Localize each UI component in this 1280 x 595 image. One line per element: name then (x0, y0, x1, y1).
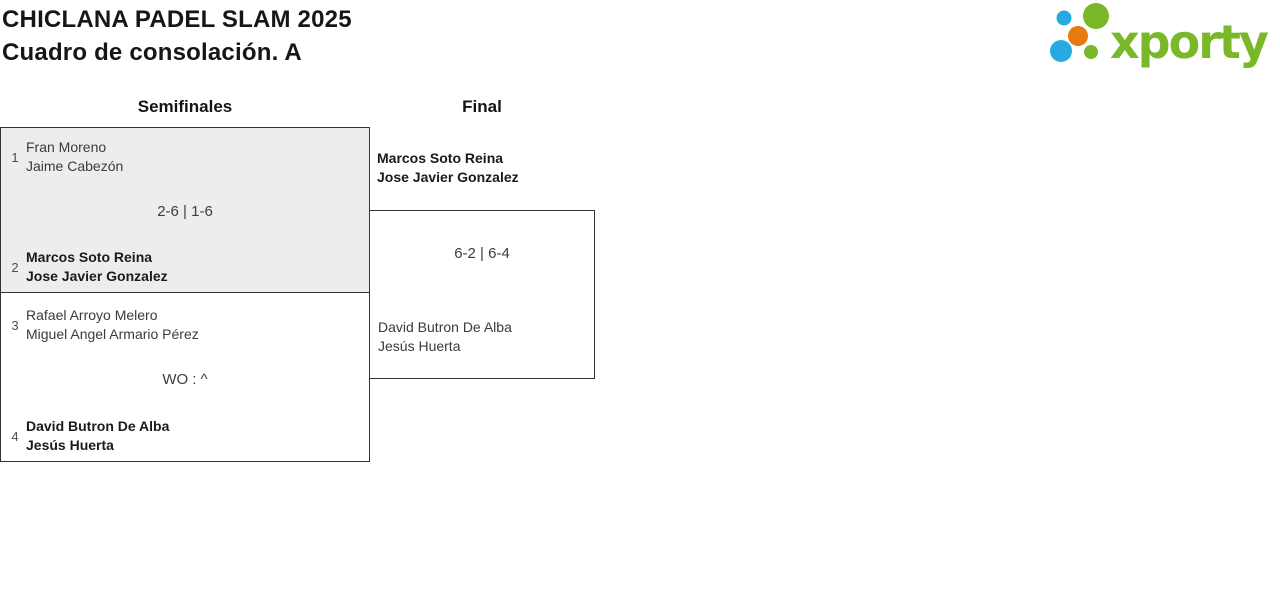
player-name: Marcos Soto Reina (377, 150, 504, 166)
player-name: Jesús Huerta (378, 338, 461, 354)
tournament-title: CHICLANA PADEL SLAM 2025 (2, 6, 352, 33)
final-match-box: 6-2 | 6-4 David Butron De Alba Jesús Hue… (369, 210, 595, 379)
bracket-subtitle: Cuadro de consolación. A (2, 39, 302, 66)
match-semifinal-1[interactable]: 1 Fran Moreno Jaime Cabezón 2-6 | 1-6 2 … (0, 127, 370, 293)
match-score: 2-6 | 1-6 (157, 203, 213, 220)
xporty-logo[interactable]: xporty (1048, 2, 1280, 72)
team-names: Rafael Arroyo Melero Miguel Angel Armari… (26, 306, 199, 344)
logo-brand-text: xporty (1110, 15, 1269, 69)
match-score: WO : ^ (162, 371, 208, 388)
player-name: Jesús Huerta (26, 437, 114, 453)
player-name: Fran Moreno (26, 139, 107, 155)
match-final[interactable]: Marcos Soto Reina Jose Javier Gonzalez 6… (369, 145, 595, 385)
player-name: Marcos Soto Reina (26, 249, 153, 265)
player-name: Jose Javier Gonzalez (26, 268, 168, 284)
team-names: Fran Moreno Jaime Cabezón (26, 138, 123, 176)
player-name: David Butron De Alba (26, 418, 170, 434)
seed-number: 2 (11, 259, 19, 275)
match-score: 6-2 | 6-4 (454, 245, 510, 262)
team-names-winner: David Butron De Alba Jesús Huerta (26, 417, 169, 455)
round-header-semifinals: Semifinales (137, 97, 233, 116)
player-name: Jaime Cabezón (26, 158, 124, 174)
final-loser-team: David Butron De Alba Jesús Huerta (378, 318, 512, 356)
seed-number: 3 (11, 317, 19, 333)
page-header: CHICLANA PADEL SLAM 2025 Cuadro de conso… (2, 3, 352, 69)
final-winner-team: Marcos Soto Reina Jose Javier Gonzalez (377, 149, 519, 187)
team-entry: 4 David Butron De Alba Jesús Huerta (9, 417, 169, 455)
team-entry: 1 Fran Moreno Jaime Cabezón (9, 138, 123, 176)
team-entry: 2 Marcos Soto Reina Jose Javier Gonzalez (9, 248, 168, 286)
player-name: Miguel Angel Armario Pérez (26, 326, 199, 342)
team-entry: 3 Rafael Arroyo Melero Miguel Angel Arma… (9, 306, 199, 344)
seed-number: 4 (11, 428, 19, 444)
logo-dots-icon (1050, 3, 1109, 62)
player-name: Jose Javier Gonzalez (377, 169, 519, 185)
seed-number: 1 (11, 149, 19, 165)
round-header-final: Final (462, 97, 502, 116)
team-names-winner: Marcos Soto Reina Jose Javier Gonzalez (26, 248, 168, 286)
player-name: Rafael Arroyo Melero (26, 307, 158, 323)
player-name: David Butron De Alba (378, 319, 512, 335)
match-semifinal-2[interactable]: 3 Rafael Arroyo Melero Miguel Angel Arma… (0, 292, 370, 462)
